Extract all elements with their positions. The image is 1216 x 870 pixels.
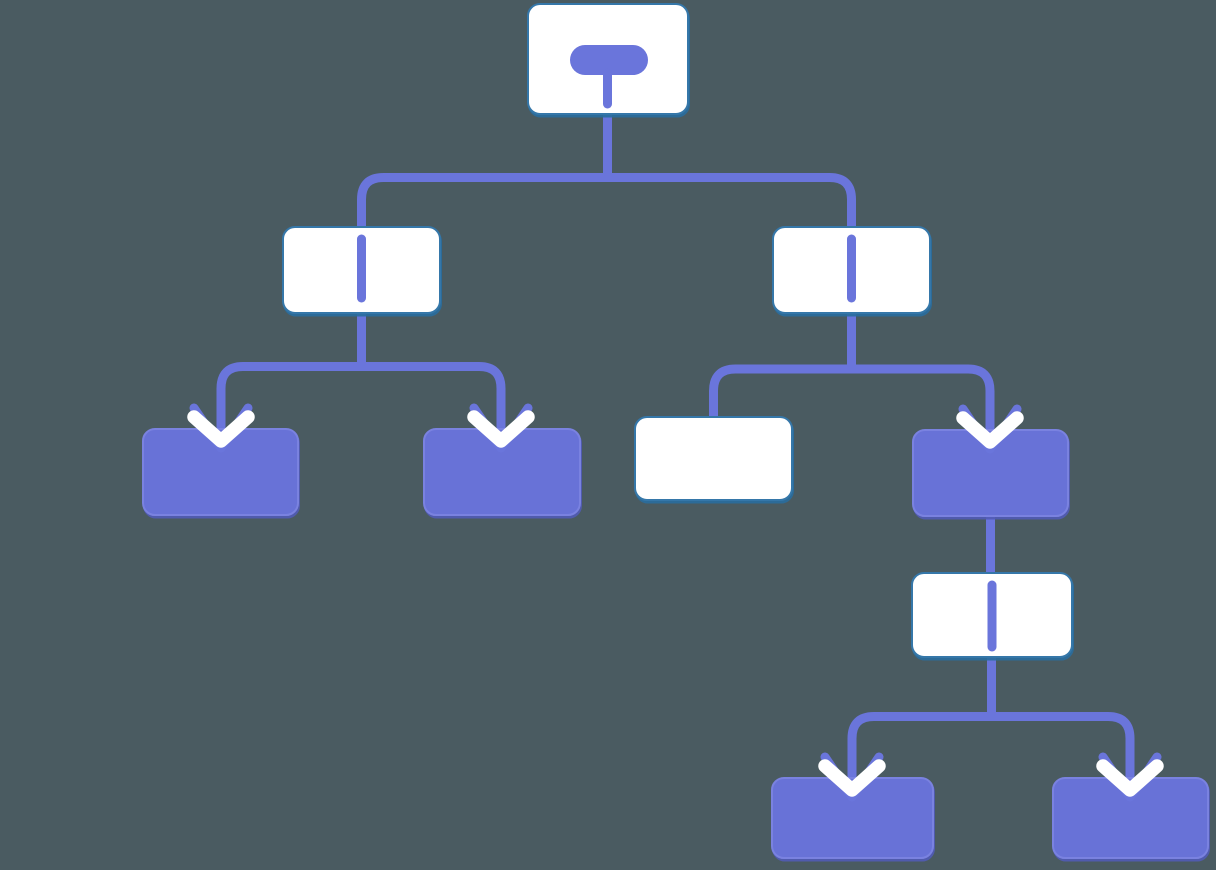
node-leaf-1[interactable] [142, 428, 299, 516]
connector-edge-fork-left [216, 362, 506, 432]
arrow-leaf-1-chevron-white-icon [187, 410, 255, 448]
connector-edge-fork-bottom [847, 712, 1135, 781]
node-child-plain[interactable] [634, 416, 793, 501]
connector-edge-fork-top [357, 173, 856, 233]
arrow-leaf-4-chevron-white-icon [818, 759, 886, 797]
node-leaf-2[interactable] [423, 428, 581, 516]
node-root-pill-mark [570, 45, 648, 75]
arrow-leaf-3-chevron-white-icon [956, 411, 1024, 449]
node-leaf-4[interactable] [771, 777, 934, 859]
arrow-leaf-2-chevron-white-icon [467, 410, 535, 448]
arrow-leaf-5-chevron-white-icon [1096, 759, 1164, 797]
node-leaf-5[interactable] [1052, 777, 1209, 859]
connector-edge-fork-right [709, 364, 995, 433]
node-leaf-3[interactable] [912, 429, 1069, 517]
